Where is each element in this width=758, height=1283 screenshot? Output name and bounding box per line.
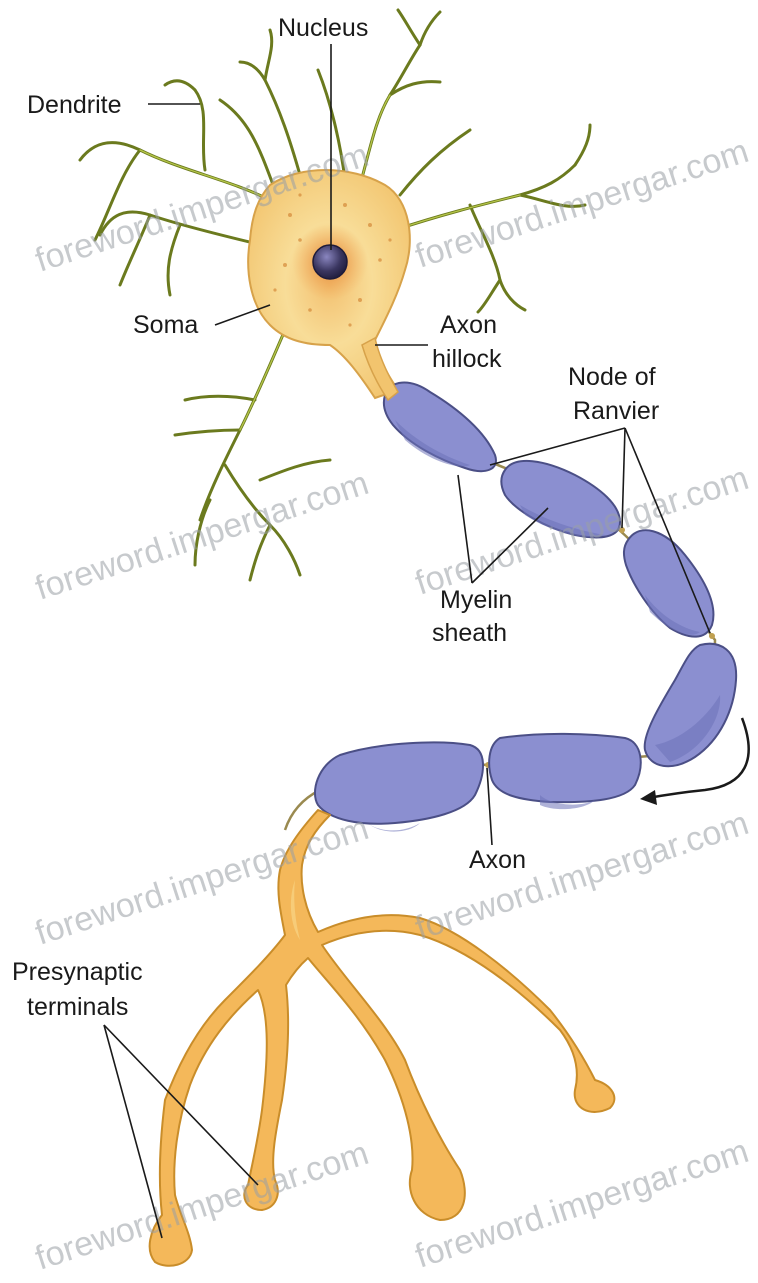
- myelin-segment: [489, 734, 641, 809]
- label-axon-hillock-2: hillock: [432, 345, 502, 373]
- watermark-text: foreword.impergar.com: [31, 1134, 373, 1278]
- myelin-segment: [624, 530, 714, 636]
- nucleus-shape: [313, 245, 347, 279]
- label-axon-hillock-1: Axon: [440, 311, 497, 339]
- label-axon: Axon: [469, 846, 526, 874]
- label-myelin-1: Myelin: [440, 586, 512, 614]
- watermark-text: foreword.impergar.com: [31, 464, 373, 608]
- label-dendrite: Dendrite: [27, 91, 122, 119]
- label-node-1: Node of: [568, 363, 656, 391]
- label-myelin-2: sheath: [432, 619, 507, 647]
- label-presynaptic-2: terminals: [27, 993, 128, 1021]
- axon: [285, 338, 736, 832]
- myelin-segment: [384, 383, 496, 472]
- leader-node: [490, 428, 625, 465]
- myelin-segment: [645, 644, 736, 766]
- label-node-2: Ranvier: [573, 397, 659, 425]
- label-soma: Soma: [133, 311, 198, 339]
- label-nucleus: Nucleus: [278, 14, 368, 42]
- leader-presynaptic: [104, 1025, 258, 1185]
- label-presynaptic-1: Presynaptic: [12, 958, 143, 986]
- node-of-ranvier: [709, 633, 715, 639]
- leader-presynaptic: [104, 1025, 162, 1238]
- watermark-text: foreword.impergar.com: [411, 804, 753, 948]
